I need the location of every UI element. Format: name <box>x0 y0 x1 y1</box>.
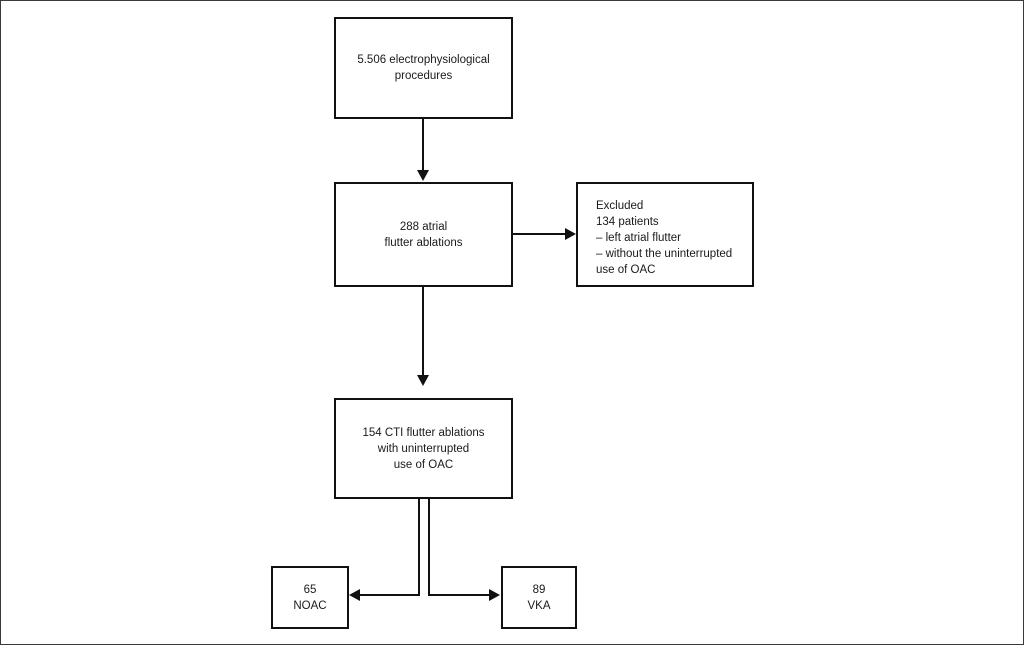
node-procedures-label: 5.506 electrophysiological procedures <box>357 54 490 82</box>
node-atrial-flutter-ablations: 288 atrial flutter ablations <box>334 182 513 287</box>
edge-flutter-to-excluded-arrowhead <box>565 228 576 240</box>
edge-flutter-to-excluded-line <box>513 233 568 235</box>
node-procedures: 5.506 electrophysiological procedures <box>334 17 513 119</box>
edge-procedures-to-flutter-arrowhead <box>417 170 429 181</box>
node-vka-group: 89 VKA <box>501 566 577 629</box>
node-excluded-label: Excluded 134 patients – left atrial flut… <box>596 200 733 276</box>
node-noac-group: 65 NOAC <box>271 566 349 629</box>
node-cti-flutter-ablations: 154 CTI flutter ablations with uninterru… <box>334 398 513 499</box>
edge-cti-to-vka-horizontal <box>428 594 490 596</box>
node-atrial-flutter-ablations-label: 288 atrial flutter ablations <box>384 220 463 249</box>
edge-cti-to-noac-arrowhead <box>349 589 360 601</box>
edge-flutter-to-cti-arrowhead <box>417 375 429 386</box>
node-noac-group-label: 65 NOAC <box>293 583 327 612</box>
edge-cti-to-noac-vertical <box>418 499 420 595</box>
edge-cti-to-vka-arrowhead <box>489 589 500 601</box>
edge-cti-to-noac-horizontal <box>359 594 420 596</box>
node-excluded: Excluded 134 patients – left atrial flut… <box>576 182 754 287</box>
edge-flutter-to-cti-line <box>422 287 424 376</box>
node-vka-group-label: 89 VKA <box>527 583 551 612</box>
edge-procedures-to-flutter-line <box>422 119 424 171</box>
node-cti-flutter-ablations-label: 154 CTI flutter ablations with uninterru… <box>362 426 485 471</box>
edge-cti-to-vka-vertical <box>428 499 430 595</box>
